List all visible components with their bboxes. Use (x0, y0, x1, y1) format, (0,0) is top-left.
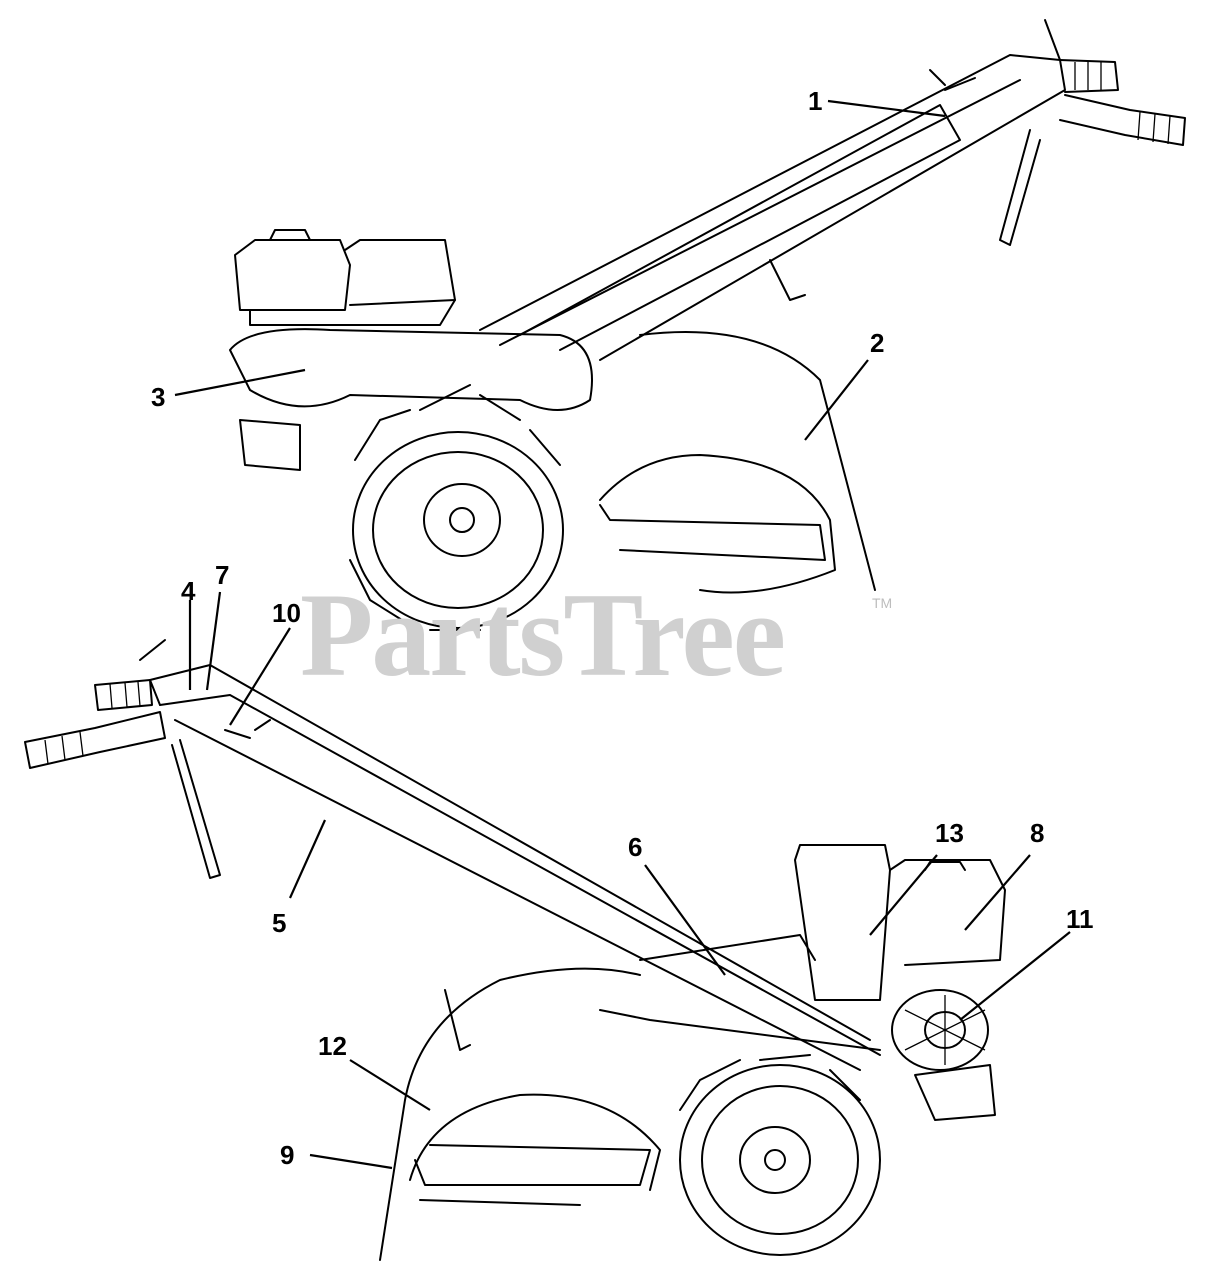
leader-6 (644, 864, 726, 976)
callout-12[interactable]: 12 (318, 1031, 347, 1061)
callout-11[interactable]: 11 (1066, 904, 1094, 934)
callout-3[interactable]: 3 (151, 382, 166, 412)
leader-lines (174, 99, 1071, 1170)
callout-1[interactable]: 1 (808, 86, 823, 116)
leader-5 (288, 819, 327, 899)
callout-8[interactable]: 8 (1030, 818, 1045, 848)
leader-8 (964, 854, 1031, 931)
watermark-text: PartsTree (300, 568, 786, 701)
callout-7[interactable]: 7 (215, 560, 230, 590)
leader-2 (804, 359, 869, 441)
callout-9[interactable]: 9 (280, 1140, 295, 1170)
leader-12 (349, 1059, 431, 1111)
callout-4[interactable]: 4 (181, 576, 196, 606)
leader-11 (959, 931, 1071, 1021)
callout-2[interactable]: 2 (870, 328, 885, 358)
leader-13 (869, 854, 938, 936)
trademark-symbol: TM (872, 595, 893, 611)
leader-10 (229, 627, 291, 726)
callout-6[interactable]: 6 (628, 832, 643, 862)
bottom-tiller-drawing (24, 639, 1006, 1261)
leader-9 (309, 1153, 393, 1170)
top-tiller-drawing (229, 19, 1186, 631)
callout-13[interactable]: 13 (935, 818, 964, 848)
callout-5[interactable]: 5 (272, 908, 287, 938)
leader-7 (205, 591, 222, 691)
leader-3 (174, 368, 306, 397)
leader-1 (827, 99, 946, 118)
callout-10[interactable]: 10 (272, 598, 301, 628)
